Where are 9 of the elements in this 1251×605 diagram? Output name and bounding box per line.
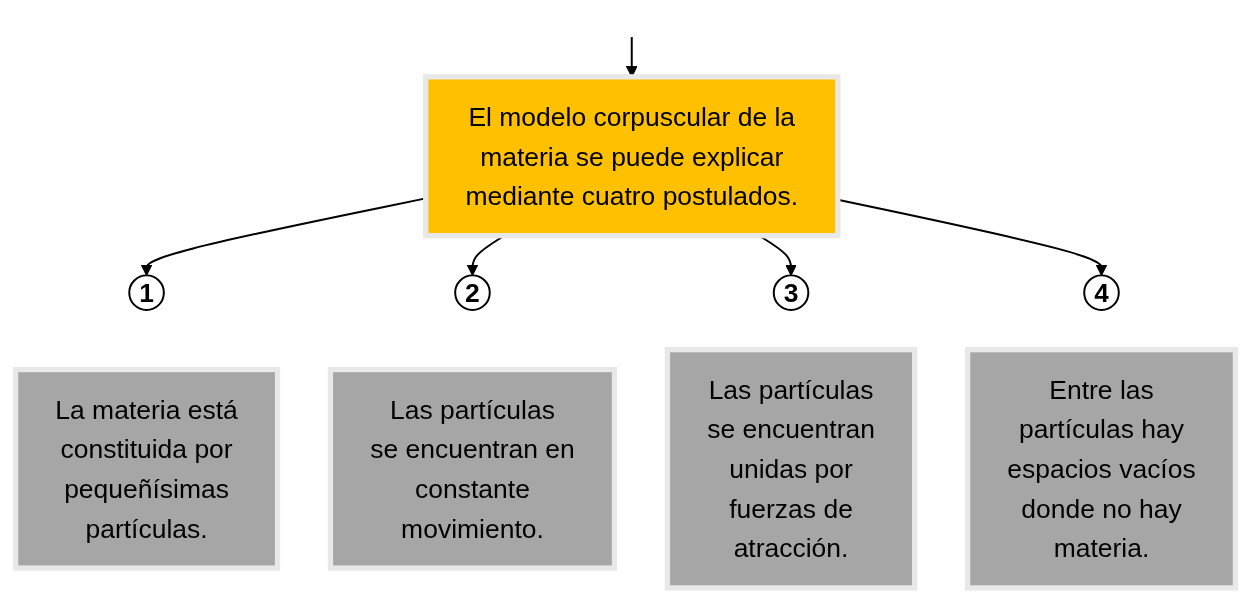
node-box: El modelo corpuscular de la materia se puede explicar mediante cuatro postulados. <box>423 74 841 239</box>
node-circle: 4 <box>1083 274 1120 312</box>
node-box: Las partículas se encuentran en constante movimiento. <box>327 367 618 571</box>
node-circle: 3 <box>772 274 810 312</box>
node-box: Las partículas se encuentran unidas por fuerzas de atracción. <box>664 347 918 591</box>
node-box: La materia está constituida por pequeñísimas partículas. <box>12 367 281 571</box>
node-circle: 2 <box>454 274 491 312</box>
node-box: Entre las partículas hay espacios vacíos donde no hay materia. <box>964 347 1239 591</box>
node-circle: 1 <box>128 274 165 312</box>
